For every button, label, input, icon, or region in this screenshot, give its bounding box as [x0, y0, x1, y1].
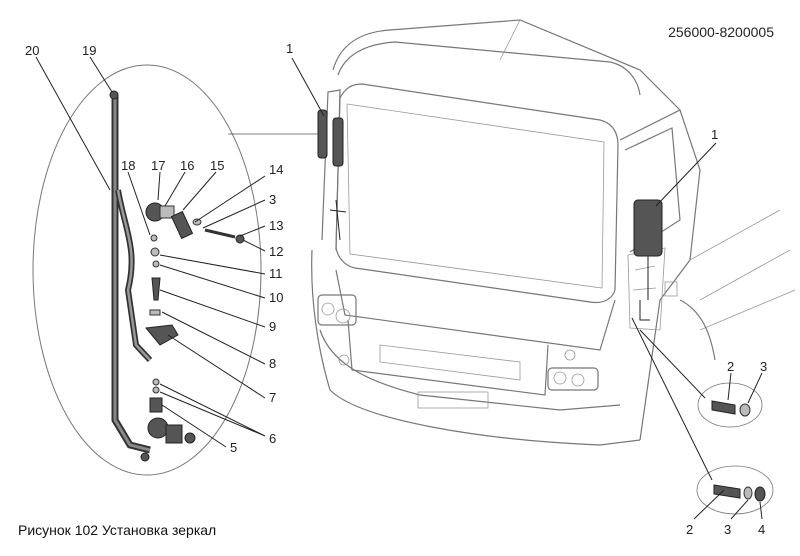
- callout-14: 14: [269, 162, 284, 177]
- callout-6: 6: [269, 431, 277, 446]
- callout-5: 5: [230, 440, 238, 455]
- detail-b-callout-3: 3: [724, 522, 732, 537]
- callout-1-right-mirror: 1: [711, 127, 719, 142]
- figure-caption: Рисунок 102 Установка зеркал: [18, 522, 217, 538]
- callout-13: 13: [269, 218, 284, 233]
- document-code: 256000-8200005: [668, 24, 774, 40]
- right-mirror: [633, 199, 663, 321]
- detail-b-callout-2: 2: [686, 522, 694, 537]
- detail-circle-b: [631, 317, 774, 520]
- left-mirror: [317, 109, 347, 241]
- callout-18: 18: [121, 158, 136, 173]
- callout-16: 16: [180, 158, 195, 173]
- callout-15: 15: [210, 158, 225, 173]
- detail-a-callout-2: 2: [727, 359, 735, 374]
- callout-3: 3: [269, 192, 277, 207]
- callout-1-left-mirror: 1: [286, 41, 294, 56]
- callout-7: 7: [269, 390, 277, 405]
- callout-10: 10: [269, 290, 284, 305]
- callout-19: 19: [82, 43, 97, 58]
- callout-12: 12: [269, 244, 284, 259]
- detail-circle-a: [639, 329, 763, 428]
- callout-9: 9: [269, 319, 277, 334]
- callout-11: 11: [269, 266, 283, 281]
- callout-8: 8: [269, 356, 277, 371]
- detail-a-callout-3: 3: [760, 359, 768, 374]
- exploded-view-ellipse: [32, 56, 717, 476]
- bus-front-view: [311, 19, 796, 446]
- callout-20: 20: [25, 43, 40, 58]
- callout-17: 17: [151, 158, 166, 173]
- detail-b-callout-4: 4: [758, 522, 766, 537]
